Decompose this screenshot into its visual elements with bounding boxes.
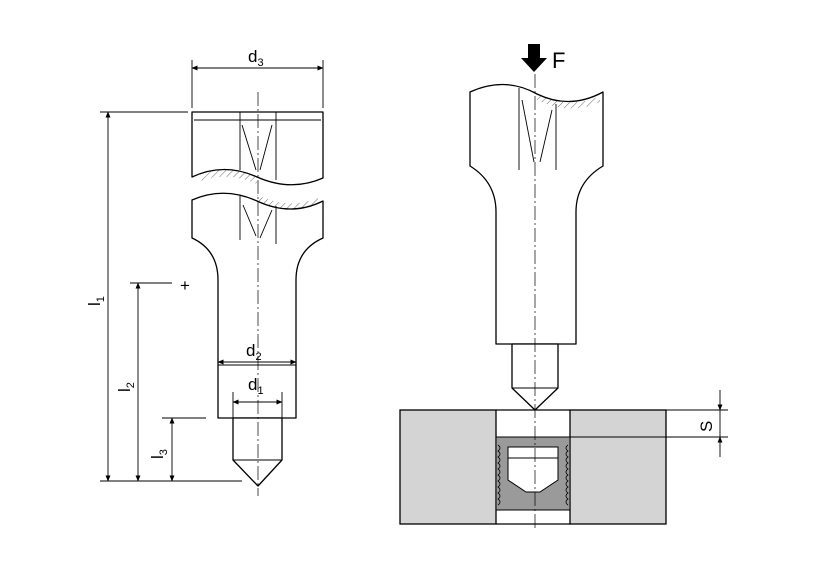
label-stroke: S [697, 421, 716, 432]
label-d2: d2 [246, 341, 262, 363]
label-force: F [552, 48, 565, 73]
down-arrow-icon [521, 44, 547, 72]
threaded-insert [495, 436, 571, 511]
label-d1: d1 [248, 375, 264, 397]
press-tool-head [469, 83, 604, 345]
label-l1: l1 [85, 296, 107, 306]
tool-head-upper [191, 111, 324, 186]
break-hatch-upper [200, 169, 257, 184]
label-l3: l3 [148, 449, 170, 459]
workpiece-left [399, 409, 497, 525]
label-plus: + [180, 276, 190, 295]
tool-pin [232, 417, 283, 487]
insert-thread-marks [497, 444, 569, 506]
right-press-assembly: F S [399, 44, 728, 530]
break-hatch-lower [257, 195, 318, 210]
label-l2: l2 [115, 382, 137, 392]
workpiece-right [569, 409, 667, 525]
left-setting-tool: d3 d2 d1 l1 l2 + l3 [85, 47, 324, 496]
press-head-hatch [537, 94, 600, 109]
label-d3: d3 [248, 47, 264, 69]
